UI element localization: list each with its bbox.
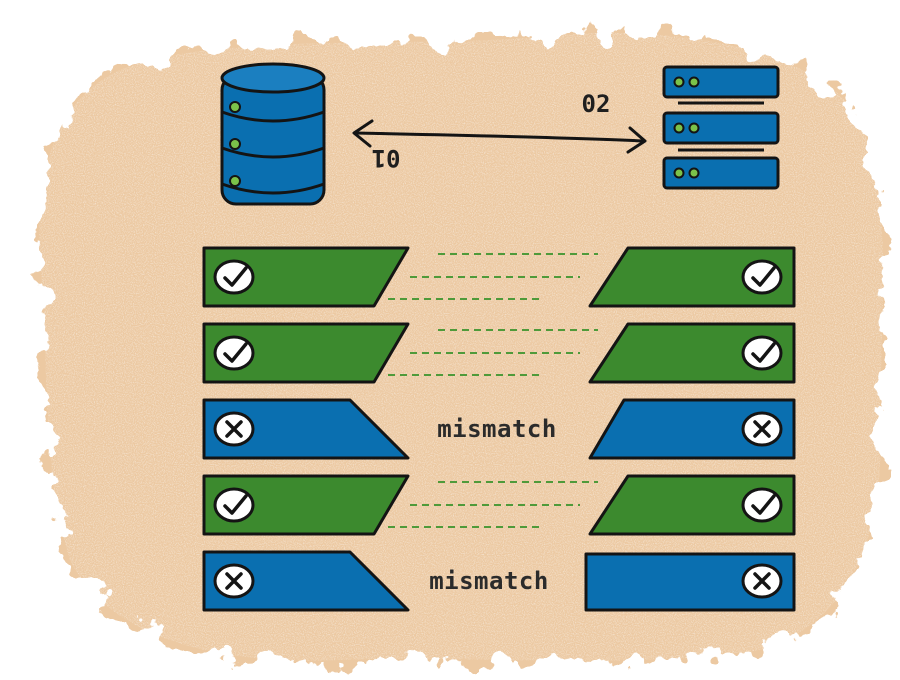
double-arrow-icon (352, 119, 647, 154)
right-record-bar (584, 552, 796, 612)
match-connector-lines (388, 481, 598, 528)
server-rack-icon (662, 65, 780, 190)
right-record-bar (588, 474, 796, 536)
left-record-bar (202, 550, 410, 612)
mismatch-label: mismatch (429, 567, 549, 595)
check-icon (741, 487, 783, 523)
check-icon (213, 259, 255, 295)
match-row (202, 246, 796, 308)
mismatch-row: mismatch (202, 550, 796, 612)
match-connector-lines (388, 253, 598, 300)
mismatch-label: mismatch (437, 415, 557, 443)
left-record-bar (202, 398, 410, 460)
database-icon (220, 62, 326, 206)
x-icon (213, 411, 255, 447)
mismatch-row: mismatch (202, 398, 796, 460)
check-icon (213, 487, 255, 523)
left-record-bar (202, 474, 410, 536)
check-icon (213, 335, 255, 371)
right-record-bar (588, 246, 796, 308)
x-icon (213, 563, 255, 599)
x-icon (741, 411, 783, 447)
check-icon (741, 259, 783, 295)
right-record-bar (588, 322, 796, 384)
record-rows: mismatch mismatch (202, 246, 796, 612)
x-icon (741, 563, 783, 599)
match-row (202, 474, 796, 536)
left-record-bar (202, 322, 410, 384)
match-row (202, 322, 796, 384)
left-record-bar (202, 246, 410, 308)
check-icon (741, 335, 783, 371)
arrow-label-02: 02 (582, 90, 611, 118)
right-record-bar (588, 398, 796, 460)
arrow-label-01: 01 (372, 144, 401, 172)
match-connector-lines (388, 329, 598, 376)
